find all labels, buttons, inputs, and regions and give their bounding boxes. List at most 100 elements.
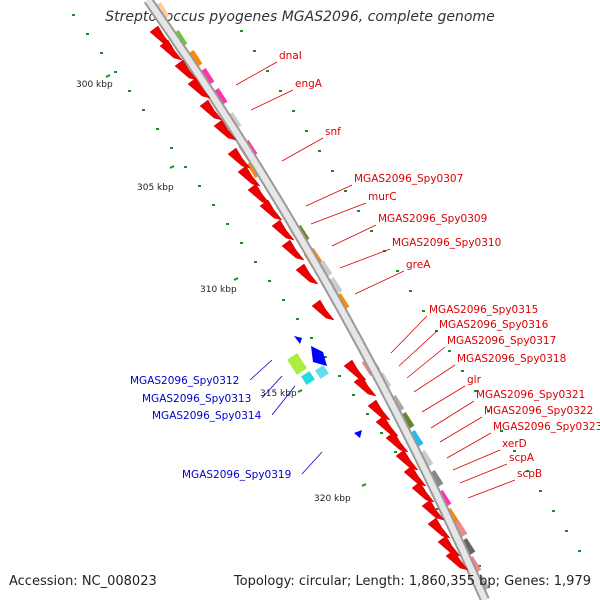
tick-dot [240, 242, 243, 244]
gene-label-forward: MGAS2096_Spy0323 [493, 421, 600, 433]
label-leader [235, 61, 278, 86]
label-leaders-layer [235, 61, 516, 499]
gene-arrow-forward [187, 77, 211, 99]
label-leader [261, 375, 283, 399]
cog-band [301, 371, 315, 385]
tick-dot [266, 70, 269, 72]
label-leader [331, 224, 377, 247]
tick-dot [380, 432, 383, 434]
label-leader [281, 137, 324, 162]
kbp-tick [361, 483, 367, 487]
tick-dot [352, 394, 355, 396]
label-leader [249, 359, 273, 381]
gene-label-forward: scpA [509, 452, 535, 464]
label-leader [310, 202, 367, 225]
gene-arrow-reverse [294, 336, 302, 344]
gene-arrow-forward [259, 199, 283, 221]
tick-dot [338, 375, 341, 377]
label-leader [398, 330, 438, 367]
tick-dot [310, 337, 313, 339]
label-leader [339, 248, 391, 269]
tick-dot [72, 14, 75, 16]
genome-summary-text: Topology: circular; Length: 1,860,355 bp… [233, 574, 591, 589]
backbone-arc-highlight [145, 0, 488, 600]
gene-label-forward: MGAS2096_Spy0318 [457, 353, 566, 365]
gene-label-forward: MGAS2096_Spy0321 [476, 389, 585, 401]
gene-arrow-forward [281, 239, 305, 261]
cog-band [315, 365, 329, 379]
gene-label-forward: MGAS2096_Spy0310 [392, 237, 501, 249]
tick-dot [198, 185, 201, 187]
gene-arrow-forward [375, 415, 399, 437]
tick-dot [357, 210, 360, 212]
kbp-tick [105, 74, 111, 78]
label-leader [439, 416, 483, 443]
genome-backbone [143, 0, 490, 600]
gene-arrow-forward [385, 431, 409, 453]
label-leader [459, 463, 508, 484]
tick-dot [268, 280, 271, 282]
gene-label-forward: glr [467, 374, 482, 386]
gene-label-forward: MGAS2096_Spy0315 [429, 304, 538, 316]
label-leader [305, 184, 353, 207]
gene-labels-layer: dnaIengAsnfMGAS2096_Spy0307murCMGAS2096_… [130, 50, 600, 481]
gene-label-reverse: MGAS2096_Spy0314 [152, 410, 262, 422]
gene-arrow-forward [343, 359, 367, 381]
tick-dot [565, 530, 568, 532]
kbp-label: 315 kbp [260, 389, 297, 399]
label-leader [406, 346, 446, 379]
gene-label-forward: MGAS2096_Spy0307 [354, 173, 463, 185]
gene-arrow-forward [295, 263, 319, 285]
tick-dot [394, 451, 397, 453]
tick-dot [100, 52, 103, 54]
tick-dot [253, 50, 256, 52]
gene-label-forward: dnaI [279, 50, 302, 62]
gene-label-reverse: MGAS2096_Spy0319 [182, 469, 291, 481]
gene-arrow-forward [427, 517, 451, 539]
gene-arrow-forward [411, 481, 435, 503]
gene-label-reverse: MGAS2096_Spy0313 [142, 393, 251, 405]
gene-arrow-forward [227, 147, 251, 169]
kbp-label: 305 kbp [137, 183, 174, 193]
tick-dot [156, 128, 159, 130]
gene-label-reverse: MGAS2096_Spy0312 [130, 375, 239, 387]
tick-dot [240, 30, 243, 32]
cog-band [287, 353, 307, 375]
tick-dot [292, 110, 295, 112]
label-leader [354, 270, 405, 295]
tick-dot [279, 90, 282, 92]
tick-dot [128, 90, 131, 92]
tick-dot [331, 170, 334, 172]
kbp-tick [233, 277, 239, 281]
gene-arrow-forward [403, 465, 427, 487]
gene-label-forward: MGAS2096_Spy0317 [447, 335, 556, 347]
kbp-label: 300 kbp [76, 80, 113, 90]
tick-dot [86, 33, 89, 35]
map-title: Streptococcus pyogenes MGAS2096, complet… [105, 9, 495, 25]
gene-arrow-forward [199, 99, 223, 121]
kbp-tick [169, 165, 175, 169]
tick-dot [318, 150, 321, 152]
label-leader [271, 385, 296, 416]
accession-text: Accession: NC_008023 [9, 574, 157, 589]
label-leader [467, 479, 516, 499]
tick-dot [474, 390, 477, 392]
tick-dot [370, 230, 373, 232]
gene-arrow-reverse [354, 430, 362, 438]
tick-dot [212, 204, 215, 206]
label-leader [390, 315, 428, 354]
kbp-label: 310 kbp [200, 285, 237, 295]
gene-label-forward: MGAS2096_Spy0316 [439, 319, 549, 331]
tick-dot [305, 130, 308, 132]
label-leader [430, 400, 475, 429]
gene-arrow-forward [353, 375, 377, 397]
tick-dot [282, 299, 285, 301]
tick-dot [344, 190, 347, 192]
tick-dot [552, 510, 555, 512]
label-leader [250, 89, 294, 111]
gene-label-forward: greA [406, 259, 431, 271]
gene-arrow-forward [237, 165, 261, 187]
gene-arrow-forward [174, 59, 198, 81]
